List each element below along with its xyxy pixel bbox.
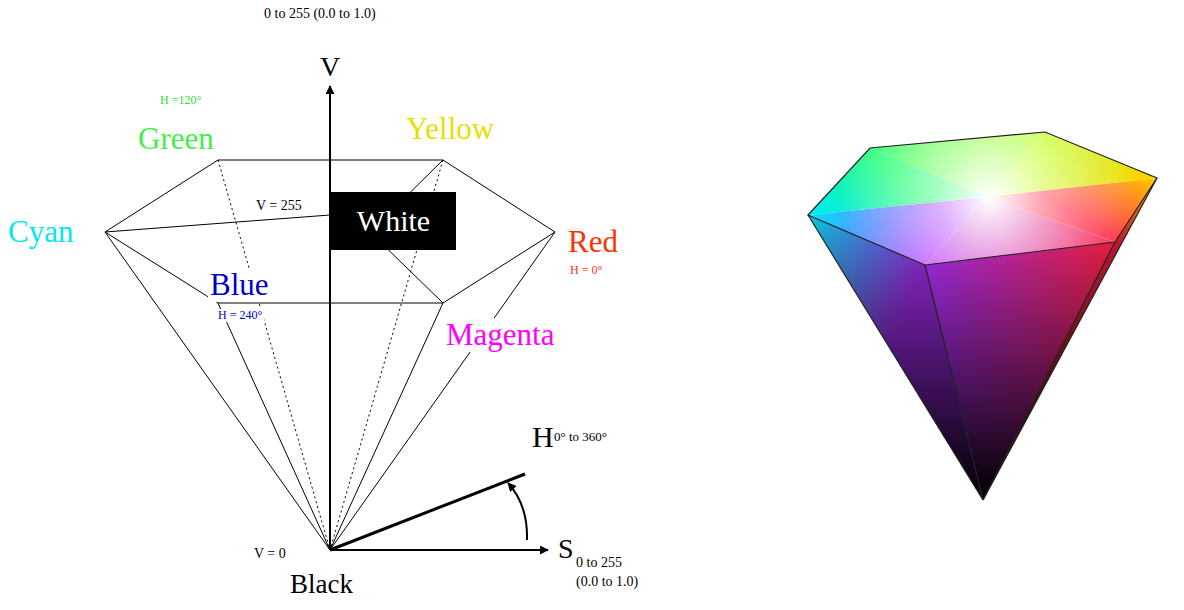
- value-label: V = 255: [254, 198, 304, 213]
- value-box: White: [331, 192, 456, 250]
- color-name: Yellow: [404, 112, 496, 146]
- color-name: Magenta: [444, 318, 556, 352]
- axis-name: S: [556, 534, 576, 565]
- color-name: Green: [136, 122, 216, 156]
- color-name: Blue: [208, 268, 271, 302]
- axis-range: 0 to 255: [574, 555, 624, 570]
- value-label: V = 0: [252, 546, 288, 561]
- box-text: White: [357, 206, 430, 236]
- axis-name: V: [318, 52, 342, 83]
- axis-range: 0 to 255 (0.0 to 1.0): [262, 6, 378, 21]
- color-name: Cyan: [6, 215, 75, 249]
- hue-angle: H = 0°: [568, 264, 604, 277]
- axis-range: (0.0 to 1.0): [574, 574, 640, 589]
- axis-range: 0° to 360°: [552, 430, 609, 444]
- hue-angle: H =120°: [158, 94, 203, 107]
- hue-angle: H = 240°: [216, 309, 264, 322]
- color-name: Red: [566, 225, 620, 259]
- pole-label: Black: [288, 570, 355, 600]
